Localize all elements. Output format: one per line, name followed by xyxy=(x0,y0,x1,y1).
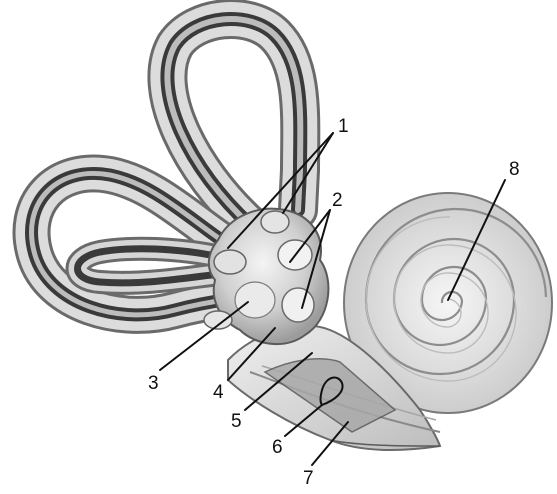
label-5: 5 xyxy=(231,411,242,432)
label-6: 6 xyxy=(272,437,283,458)
ampulla-1 xyxy=(214,250,246,274)
label-7: 7 xyxy=(303,468,314,489)
ampulla-2 xyxy=(261,211,289,233)
label-1: 1 xyxy=(338,116,349,137)
label-8: 8 xyxy=(509,159,520,180)
saccule xyxy=(282,288,314,322)
label-3: 3 xyxy=(148,373,159,394)
label-2: 2 xyxy=(332,190,343,211)
vestibule-bulge xyxy=(235,282,275,318)
label-4: 4 xyxy=(213,382,224,403)
